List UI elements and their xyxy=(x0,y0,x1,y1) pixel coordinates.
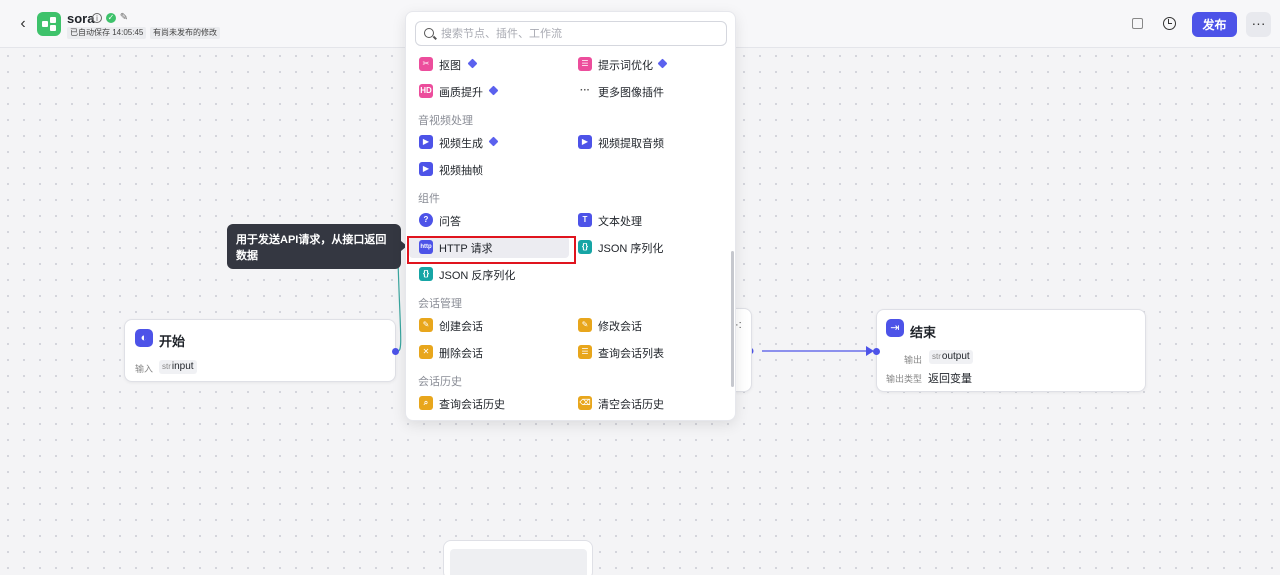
item-label: JSON 序列化 xyxy=(598,243,664,255)
search-box[interactable] xyxy=(415,21,727,46)
node-selector-panel: ✂ 抠图 ☰ 提示词优化 HD 画质提升 ··· 更多图像插件 音视频处理 ▶ … xyxy=(405,11,736,421)
end-output-variable: stroutput xyxy=(929,350,973,364)
http-item-hover-bg xyxy=(409,236,569,258)
section-components: 组件 xyxy=(418,193,440,205)
start-out-port[interactable] xyxy=(392,348,399,355)
start-input-label: 输入 xyxy=(135,364,154,374)
delete-conv-icon: ✕ xyxy=(419,345,433,359)
item-label: 更多图像插件 xyxy=(598,87,664,99)
end-output-type-value: 返回变量 xyxy=(928,373,972,385)
item-label: 画质提升 xyxy=(439,87,483,99)
copy-icon[interactable] xyxy=(1132,18,1143,29)
more-dots-icon: ··· xyxy=(580,85,590,96)
item-label: 删除会话 xyxy=(439,348,483,360)
edit-conv-icon: ✎ xyxy=(578,318,592,332)
start-connection-line xyxy=(397,259,402,352)
history-icon[interactable] xyxy=(1163,17,1176,30)
start-node-title: 开始 xyxy=(159,334,186,349)
cutout-icon: ✂ xyxy=(419,57,433,71)
item-label: 创建会话 xyxy=(439,321,483,333)
query-history-icon: ⌕ xyxy=(419,396,433,410)
premium-diamond-icon xyxy=(657,58,668,69)
end-node[interactable]: ⇥ 结束 输出 stroutput 输出类型 返回变量 xyxy=(873,309,1146,392)
qa-icon: ? xyxy=(419,213,433,227)
bottom-node-placeholder xyxy=(450,549,587,575)
item-label: 查询会话历史 xyxy=(439,399,505,411)
json-deserialize-icon: {} xyxy=(419,267,433,281)
section-session: 会话管理 xyxy=(418,298,462,310)
video-gen-icon: ▶ xyxy=(419,135,433,149)
start-input-variable: strinput xyxy=(159,360,197,374)
item-label: 修改会话 xyxy=(598,321,642,333)
http-tooltip: 用于发送API请求，从接口返回数据 xyxy=(227,224,407,269)
clear-history-icon: ⌫ xyxy=(578,396,592,410)
item-label: 提示词优化 xyxy=(598,60,653,72)
premium-diamond-icon xyxy=(488,85,499,96)
edit-icon[interactable]: ✎ xyxy=(119,12,129,23)
premium-diamond-icon xyxy=(488,136,499,147)
section-av: 音视频处理 xyxy=(418,115,473,127)
item-label: 问答 xyxy=(439,216,461,228)
panel-scrollbar[interactable] xyxy=(731,251,734,387)
item-label: 查询会话列表 xyxy=(598,348,664,360)
item-label: JSON 反序列化 xyxy=(439,270,516,282)
item-label: 文本处理 xyxy=(598,216,642,228)
end-output-type-label: 输出类型 xyxy=(886,374,923,384)
hidden-node-more-icon[interactable]: ·: xyxy=(735,319,742,331)
var-name: input xyxy=(171,361,194,372)
publish-button[interactable]: 发布 xyxy=(1192,12,1237,37)
video-audio-icon: ▶ xyxy=(578,135,592,149)
prompt-opt-icon: ☰ xyxy=(578,57,592,71)
end-node-icon: ⇥ xyxy=(886,319,904,337)
info-icon[interactable]: i xyxy=(92,13,102,23)
back-arrow-icon[interactable]: ‹ xyxy=(20,15,26,32)
list-conv-icon: ☰ xyxy=(578,345,592,359)
http-icon: http xyxy=(419,240,433,254)
end-output-label: 输出 xyxy=(904,355,923,365)
check-icon: ✓ xyxy=(106,13,116,23)
quality-icon: HD xyxy=(419,84,433,98)
item-label: 视频抽帧 xyxy=(439,165,483,177)
var-type: str xyxy=(162,362,171,371)
app-name: sora xyxy=(67,11,95,26)
item-label: 视频提取音频 xyxy=(598,138,664,150)
item-label: HTTP 请求 xyxy=(439,243,493,255)
end-node-title: 结束 xyxy=(910,325,937,340)
start-node-icon: ◐ xyxy=(135,329,153,347)
text-proc-icon: T xyxy=(578,213,592,227)
unpublished-tag: 有尚未发布的修改 xyxy=(150,27,220,39)
item-label: 抠图 xyxy=(439,60,461,72)
bottom-node-card[interactable] xyxy=(443,540,593,575)
app-logo-icon xyxy=(37,12,61,36)
var-name: output xyxy=(941,351,970,362)
autosave-tag: 已自动保存 14:05:45 xyxy=(67,27,147,39)
video-frame-icon: ▶ xyxy=(419,162,433,176)
more-button[interactable]: ··· xyxy=(1246,12,1271,37)
var-type: str xyxy=(932,352,941,361)
create-conv-icon: ✎ xyxy=(419,318,433,332)
item-label: 视频生成 xyxy=(439,138,483,150)
end-in-port[interactable] xyxy=(873,348,880,355)
highlight-box xyxy=(407,236,576,264)
search-icon xyxy=(424,28,434,38)
item-label: 清空会话历史 xyxy=(598,399,664,411)
start-node[interactable]: ◐ 开始 输入 strinput xyxy=(124,319,399,382)
search-input[interactable] xyxy=(441,25,721,42)
premium-diamond-icon xyxy=(467,58,478,69)
section-history: 会话历史 xyxy=(418,376,462,388)
json-serialize-icon: {} xyxy=(578,240,592,254)
